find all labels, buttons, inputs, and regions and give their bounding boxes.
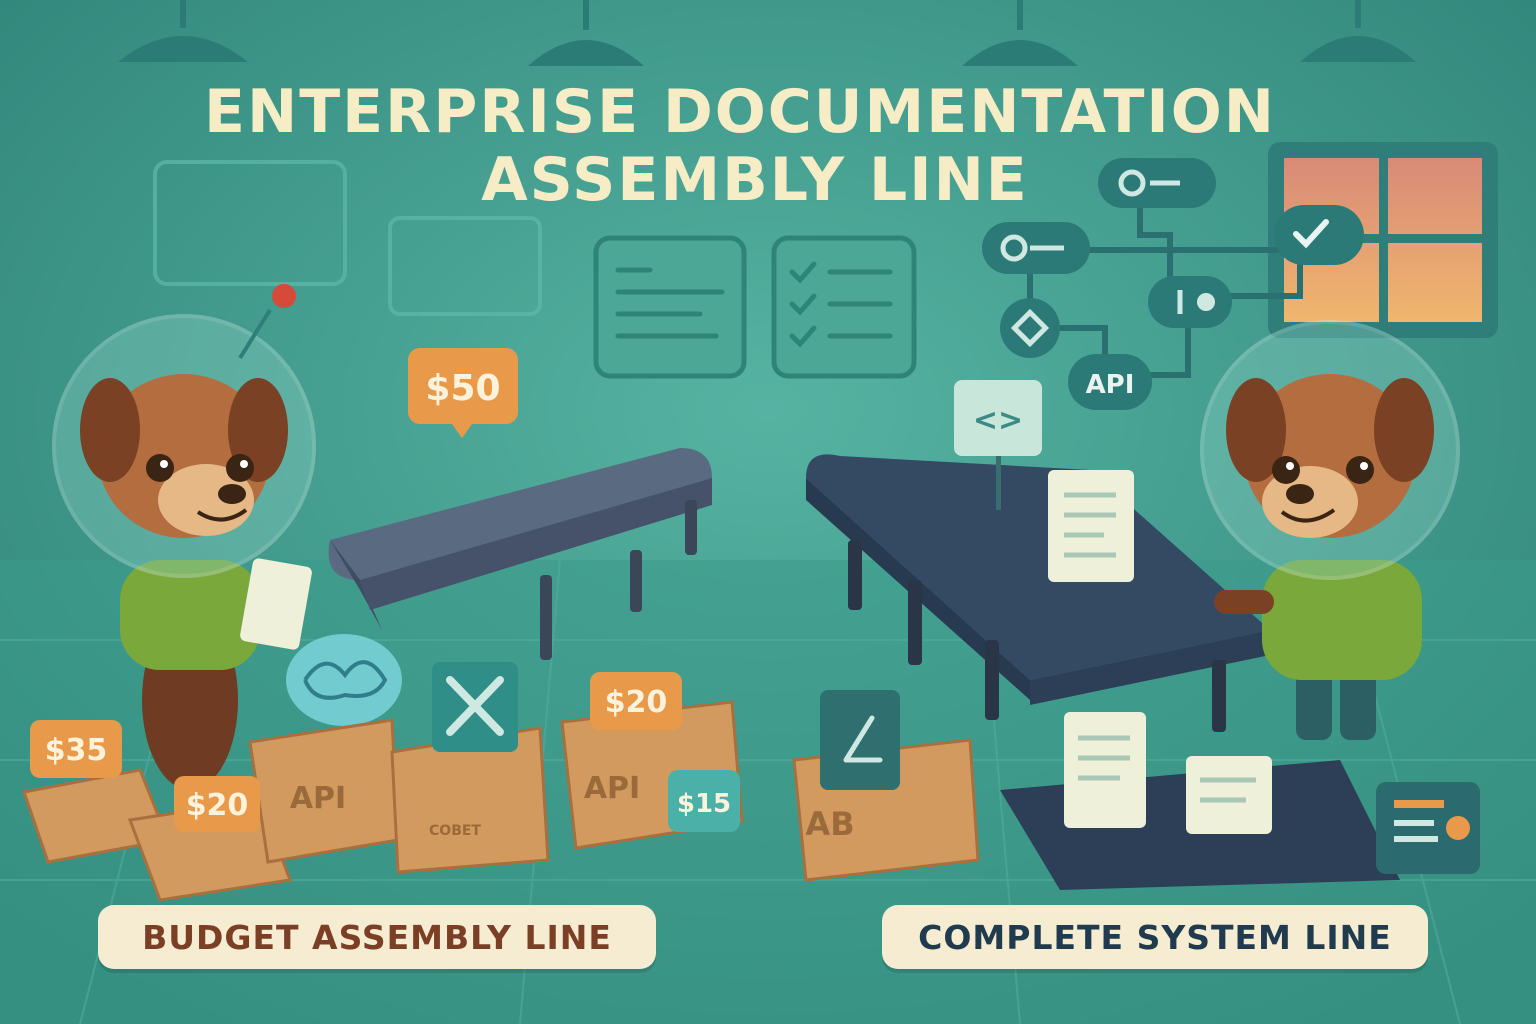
box-label: API bbox=[290, 781, 346, 816]
toggle-node-icon bbox=[982, 222, 1090, 274]
api-node-icon: API bbox=[1068, 354, 1152, 410]
ceiling-lamp-icon bbox=[118, 0, 1416, 66]
code-sign-icon: <> bbox=[954, 380, 1042, 510]
cardboard-box bbox=[792, 690, 980, 882]
document-sheet-icon bbox=[1048, 470, 1134, 582]
price-tag-label: $50 bbox=[425, 368, 500, 409]
title-line-2: ASSEMBLY LINE bbox=[481, 145, 1029, 215]
puppy-astronaut-right bbox=[1200, 320, 1460, 740]
price-tag-20: $20 bbox=[590, 672, 682, 730]
puppy-astronaut-left bbox=[52, 284, 316, 790]
code-sign-label: <> bbox=[973, 403, 1023, 438]
complete-conveyor-belt bbox=[806, 454, 1270, 732]
document-board-icon bbox=[593, 235, 747, 379]
dashboard-tablet-icon bbox=[1376, 782, 1480, 874]
complete-system-line-label: COMPLETE SYSTEM LINE bbox=[882, 905, 1428, 969]
price-tag-label: $20 bbox=[186, 788, 249, 823]
wrench-tool-icon bbox=[432, 662, 518, 752]
cardboard-box bbox=[22, 700, 744, 902]
wall-board bbox=[153, 160, 542, 316]
price-tag-15: $15 bbox=[668, 770, 740, 832]
brain-hologram-icon bbox=[286, 634, 402, 726]
price-tag-label: $35 bbox=[45, 733, 108, 768]
api-node-label: API bbox=[1086, 370, 1135, 400]
price-tag-50: $50 bbox=[408, 348, 518, 438]
toggle-node-icon bbox=[1098, 158, 1216, 208]
checklist-board-icon bbox=[771, 235, 917, 379]
switch-node-icon bbox=[1148, 276, 1232, 328]
budget-conveyor-belt bbox=[328, 448, 712, 660]
workflow-diagram bbox=[1027, 200, 1303, 378]
title-line-1: ENTERPRISE DOCUMENTATION bbox=[204, 77, 1276, 147]
box-label: AB bbox=[805, 805, 854, 843]
box-label: API bbox=[584, 771, 640, 806]
price-tag-35: $35 bbox=[30, 720, 122, 778]
price-tag-label: $15 bbox=[677, 789, 731, 819]
budget-assembly-line-label: BUDGET ASSEMBLY LINE bbox=[98, 905, 656, 969]
check-node-icon bbox=[1274, 205, 1364, 265]
box-label: COBET bbox=[429, 823, 481, 839]
diamond-node-icon bbox=[1000, 298, 1060, 358]
document-tray bbox=[1000, 712, 1400, 890]
sunset-window bbox=[1268, 142, 1498, 338]
price-tag-20: $20 bbox=[174, 776, 260, 832]
price-tag-label: $20 bbox=[605, 685, 668, 720]
